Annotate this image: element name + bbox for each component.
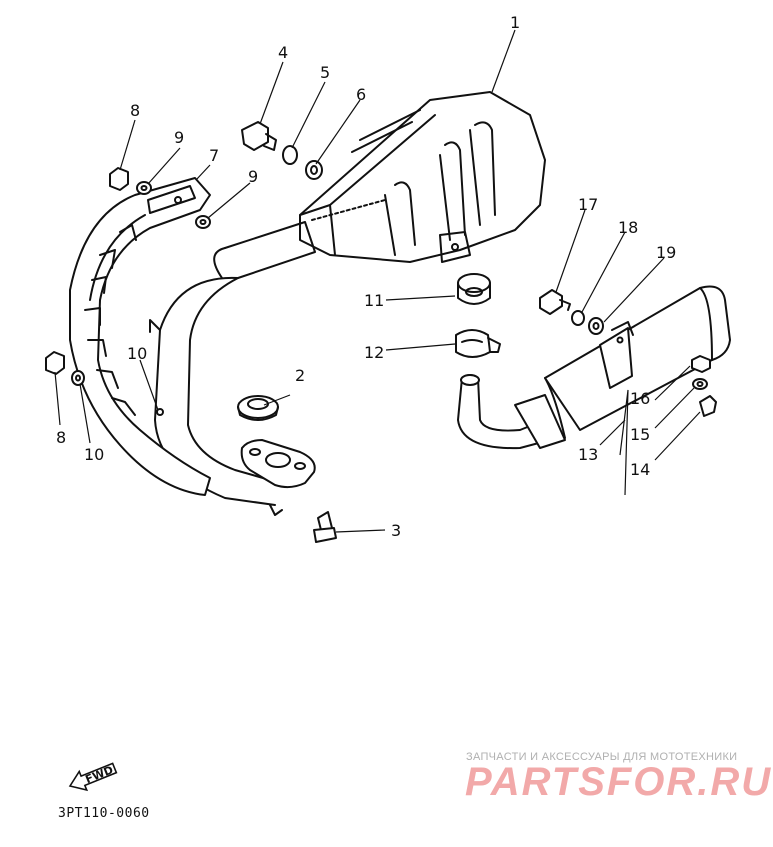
- lock-washer-5: [282, 145, 298, 165]
- clamp-12: [455, 329, 501, 358]
- washer-15: [692, 378, 708, 390]
- bolt-4: [241, 121, 277, 151]
- rear-silencer: [457, 285, 731, 450]
- part-label-2: 2: [295, 366, 305, 385]
- bolt-3: [313, 511, 337, 543]
- nut-8-upper: [109, 167, 129, 191]
- part-label-13: 13: [578, 445, 598, 464]
- part-labels: 1 2 3 4 5 6 7 8 8 9 9 10 10 11 12 13 14 …: [56, 13, 676, 540]
- washer-6: [305, 160, 323, 180]
- fwd-arrow-icon: FWD: [68, 762, 118, 792]
- fwd-label: FWD: [84, 763, 116, 786]
- bolt-17: [539, 289, 571, 315]
- part-label-19: 19: [656, 243, 676, 262]
- nut-16: [691, 355, 711, 373]
- nut-8-lower: [45, 351, 65, 375]
- part-label-14: 14: [630, 460, 650, 479]
- part-label-10-upper: 10: [127, 344, 147, 363]
- part-label-9-upper: 9: [174, 128, 184, 147]
- part-label-5: 5: [320, 63, 330, 82]
- heat-protector: [69, 177, 211, 496]
- muffler-body: [299, 91, 546, 263]
- gasket: [237, 395, 279, 421]
- part-label-1: 1: [510, 13, 520, 32]
- washer-9-upper: [136, 181, 152, 195]
- part-label-12: 12: [364, 343, 384, 362]
- washer-10: [71, 370, 85, 386]
- part-label-11: 11: [364, 291, 384, 310]
- washer-19: [588, 317, 604, 335]
- diagram-code: 3PT110-0060: [58, 806, 150, 821]
- bolt-14: [699, 395, 717, 417]
- part-label-17: 17: [578, 195, 598, 214]
- watermark-tagline: ЗАПЧАСТИ И АКСЕССУАРЫ ДЛЯ МОТОТЕХНИКИ: [466, 751, 738, 763]
- part-label-8-upper: 8: [130, 101, 140, 120]
- leader-lines: [54, 29, 701, 533]
- part-label-3: 3: [391, 521, 401, 540]
- part-label-9-lower: 9: [248, 167, 258, 186]
- part-label-16: 16: [630, 389, 650, 408]
- seal-11: [457, 273, 491, 305]
- washer-9-lower: [195, 215, 211, 229]
- part-label-10-lower: 10: [84, 445, 104, 464]
- lock-washer-18: [571, 310, 585, 326]
- part-label-18: 18: [618, 218, 638, 237]
- part-label-6: 6: [356, 85, 366, 104]
- part-label-4: 4: [278, 43, 288, 62]
- part-label-8-lower: 8: [56, 428, 66, 447]
- exhaust-flange: [240, 439, 316, 516]
- part-label-15: 15: [630, 425, 650, 444]
- watermark-logo: PARTSFOR.RU: [465, 760, 773, 804]
- part-label-7: 7: [209, 146, 219, 165]
